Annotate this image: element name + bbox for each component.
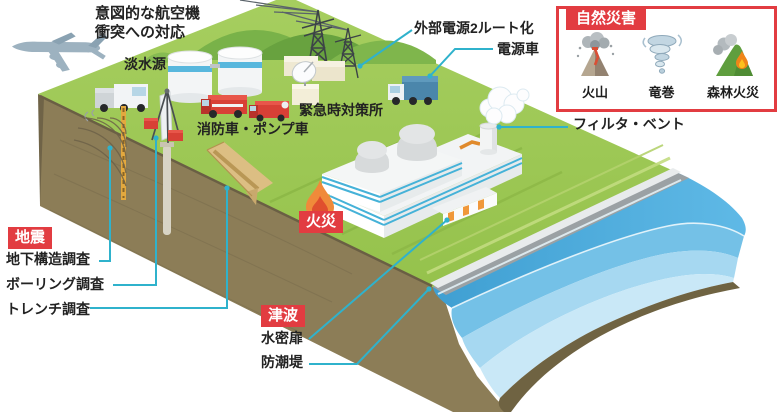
emergency-center-label: 緊急時対策所 <box>299 102 383 118</box>
leader-lines <box>90 29 568 365</box>
seismic-waves <box>73 117 127 187</box>
disaster-item-forest-fire: 森林火災 <box>704 31 762 101</box>
ocean <box>433 172 746 412</box>
freshwater-label: 淡水源 <box>124 56 166 72</box>
seawall-structure <box>430 168 689 295</box>
fire-trucks-label: 消防車・ポンプ車 <box>197 121 309 137</box>
underground-survey-label: 地下構造調査 <box>6 251 90 267</box>
volcano-label: 火山 <box>581 85 608 100</box>
aircraft-collision-line1: 意図的な航空機 <box>95 5 201 22</box>
seawall-label: 防潮堤 <box>261 354 303 370</box>
trench <box>206 141 273 205</box>
forest-fire-label: 森林火災 <box>706 85 759 100</box>
aircraft-collision-line2: 衝突への対応 <box>95 23 186 41</box>
earthquake-badge: 地震 <box>8 227 53 249</box>
tsunami-badge: 津波 <box>261 305 306 327</box>
volcano-icon <box>576 32 615 76</box>
power-supply-truck <box>388 76 438 105</box>
filter-vent-label: フィルタ・ベント <box>573 116 685 132</box>
vent-pipe <box>459 140 481 150</box>
natural-disaster-box: 自然災害 火山 <box>556 6 777 112</box>
drilling-rig <box>144 88 183 144</box>
natural-disaster-title: 自然災害 <box>566 8 647 30</box>
tornado-label: 竜巻 <box>648 85 675 100</box>
power-truck-label: 電源車 <box>497 41 539 57</box>
reactor-building <box>321 124 523 238</box>
annex-building <box>432 187 497 226</box>
boring-survey-label: ボーリング調査 <box>6 276 104 292</box>
watertight-doors <box>448 199 484 222</box>
natural-disaster-items: 火山 竜巻 森林火災 <box>559 31 774 101</box>
forest-fire-icon <box>713 34 753 76</box>
steam-cloud <box>479 86 530 125</box>
satellite-dish-icon <box>291 61 317 86</box>
tornado-icon <box>642 34 682 74</box>
reactor-domes <box>355 124 437 173</box>
power-lines <box>239 0 349 31</box>
airplane-icon <box>11 32 108 72</box>
external-power-label: 外部電源2ルート化 <box>414 20 534 36</box>
fire-trucks <box>201 95 289 122</box>
fire-badge: 火災 <box>299 211 344 233</box>
borehole <box>160 142 174 235</box>
freshwater-tanks <box>167 46 263 103</box>
emergency-center-building <box>284 56 345 105</box>
trench-survey-label: トレンチ調査 <box>6 301 90 317</box>
seismic-survey-truck <box>84 84 148 122</box>
aircraft-collision-label: 意図的な航空機 衝突への対応 <box>95 5 200 43</box>
filter-vent-cylinder <box>479 122 498 155</box>
leader-dots <box>107 63 502 292</box>
disaster-item-tornado: 竜巻 <box>638 31 686 101</box>
seismic-probe <box>121 106 126 200</box>
watertight-door-label: 水密扉 <box>261 330 303 346</box>
disaster-item-volcano: 火山 <box>571 31 619 101</box>
